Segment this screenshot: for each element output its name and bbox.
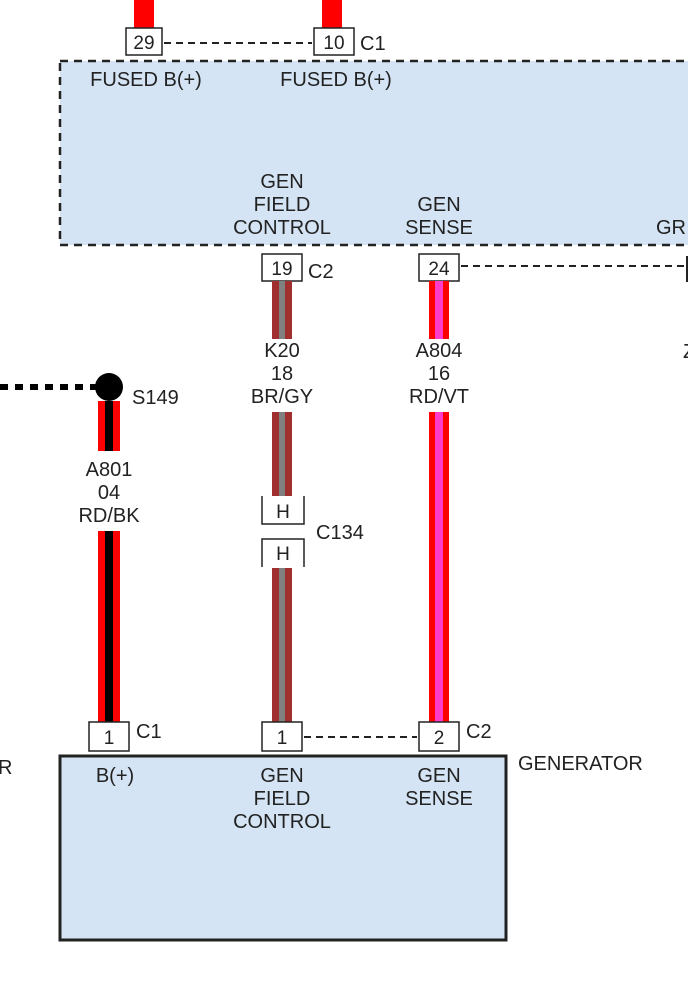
fused-wire-10 bbox=[322, 0, 342, 28]
left-partial-r: R bbox=[0, 757, 12, 779]
pin-10-label: FUSED B(+) bbox=[280, 69, 392, 91]
gen-field-line2: FIELD bbox=[254, 788, 311, 810]
gen-pin-box-sense bbox=[418, 721, 460, 752]
splice-s149-dot bbox=[95, 373, 123, 401]
gen-pin-b-connector: C1 bbox=[136, 721, 162, 743]
connector-c1-label: C1 bbox=[360, 33, 386, 55]
gen-sense-bottom-line1: GEN bbox=[417, 765, 460, 787]
pin-box-19 bbox=[261, 253, 303, 282]
gen-pin-box-field bbox=[261, 721, 303, 752]
gen-b-plus-label: B(+) bbox=[96, 765, 134, 787]
gen-sense-line2: SENSE bbox=[405, 217, 473, 239]
wire-k20 bbox=[272, 281, 292, 722]
a804-color: RD/VT bbox=[409, 386, 469, 408]
pin-box-29 bbox=[125, 27, 163, 56]
connector-c2-top-label: C2 bbox=[308, 261, 334, 283]
a801-gauge: 04 bbox=[98, 482, 120, 504]
k20-color: BR/GY bbox=[251, 386, 313, 408]
gen-pin-sense-connector: C2 bbox=[466, 721, 492, 743]
gen-field-line3: CONTROL bbox=[233, 811, 331, 833]
gen-pin-b-number: 1 bbox=[104, 728, 115, 749]
pin-box-10 bbox=[313, 27, 355, 56]
pin-29-number: 29 bbox=[133, 33, 154, 54]
gen-sense-bottom-line2: SENSE bbox=[405, 788, 473, 810]
wire-a804 bbox=[429, 281, 449, 722]
a804-gauge: 16 bbox=[428, 363, 450, 385]
wire-a801 bbox=[98, 401, 120, 722]
partial-gr-label: GR bbox=[656, 217, 686, 239]
gen-field-control-line1: GEN bbox=[260, 171, 303, 193]
c134-pin-top: H bbox=[276, 502, 290, 523]
pin-29-label: FUSED B(+) bbox=[90, 69, 202, 91]
k20-circuit: K20 bbox=[264, 340, 300, 362]
gen-field-line1: GEN bbox=[260, 765, 303, 787]
upper-module bbox=[58, 59, 688, 247]
gen-pin-box-b bbox=[88, 721, 130, 752]
c134-label: C134 bbox=[316, 522, 364, 544]
splice-s149-label: S149 bbox=[132, 387, 179, 409]
a804-circuit: A804 bbox=[416, 340, 463, 362]
gen-field-control-line2: FIELD bbox=[254, 194, 311, 216]
generator-box bbox=[58, 754, 508, 942]
pin-19-number: 19 bbox=[271, 259, 292, 280]
generator-label: GENERATOR bbox=[518, 753, 643, 775]
k20-gauge: 18 bbox=[271, 363, 293, 385]
a801-color: RD/BK bbox=[78, 505, 140, 527]
gen-field-control-line3: CONTROL bbox=[233, 217, 331, 239]
inline-connector-c134 bbox=[261, 496, 305, 567]
c134-pin-bottom: H bbox=[276, 544, 290, 565]
gen-pin-sense-number: 2 bbox=[434, 728, 445, 749]
a801-circuit: A801 bbox=[86, 459, 133, 481]
gen-sense-line1: GEN bbox=[417, 194, 460, 216]
pin-24-number: 24 bbox=[428, 259, 450, 280]
fused-wire-29 bbox=[134, 0, 154, 28]
pin-10-number: 10 bbox=[323, 33, 344, 54]
gen-pin-field-number: 1 bbox=[277, 728, 288, 749]
partial-z-label: Z bbox=[683, 341, 688, 363]
